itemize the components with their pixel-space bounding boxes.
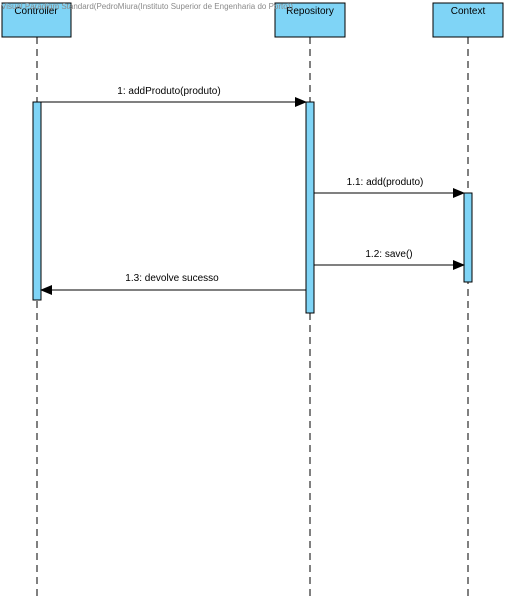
context-label: Context [451,6,486,17]
context-activation[interactable] [463,192,473,283]
controller-actor[interactable]: Controller [1,2,72,38]
context-actor[interactable]: Context [432,2,504,38]
message-1-1-label: 1.1: add(produto) [347,177,424,188]
controller-activation[interactable] [32,101,42,301]
repository-label: Repository [286,6,334,17]
context-box [432,2,504,38]
message-1-label: 1: addProduto(produto) [117,86,220,97]
message-1-2-label: 1.2: save() [365,249,412,260]
repository-actor[interactable]: Repository [274,2,346,38]
watermark-text: Visual Paradigm Standard(PedroMiura(Inst… [1,2,293,11]
controller-box [1,2,72,38]
repository-box [274,2,346,38]
message-1-3-label: 1.3: devolve sucesso [125,273,219,284]
repository-activation[interactable] [305,101,315,314]
controller-label: Controller [14,6,58,17]
